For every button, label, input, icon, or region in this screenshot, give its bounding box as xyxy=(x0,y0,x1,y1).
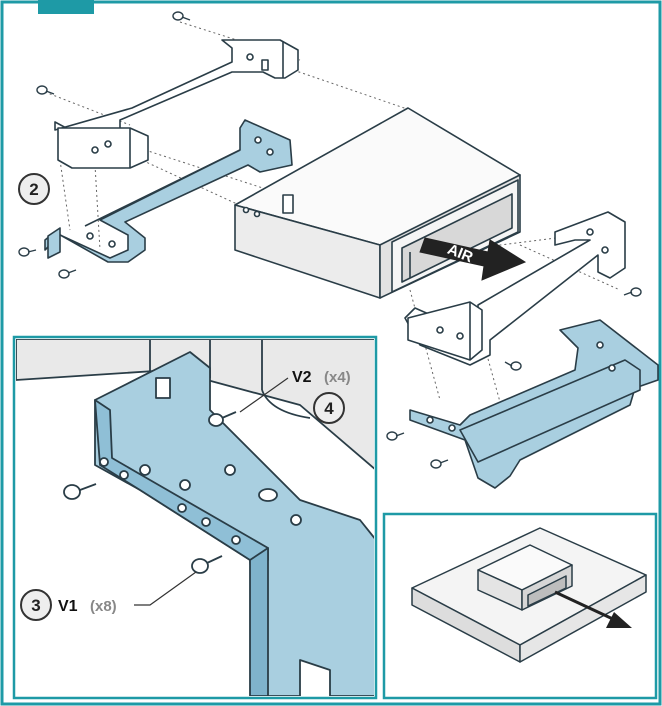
airflow-arrow-small xyxy=(554,590,632,628)
v1-leader-line xyxy=(134,571,197,606)
step-header-tab xyxy=(38,0,94,14)
airflow-arrow: AIR xyxy=(419,237,527,281)
v2-quantity: (x4) xyxy=(324,369,351,386)
upper-left-bracket xyxy=(54,39,299,169)
screw xyxy=(191,555,223,574)
screw xyxy=(36,85,55,95)
screw xyxy=(63,483,97,500)
orientation-inset xyxy=(382,512,658,700)
v1-quantity: (x8) xyxy=(90,598,117,615)
screw xyxy=(172,11,191,21)
screws xyxy=(18,11,642,469)
screw xyxy=(58,269,77,279)
screw xyxy=(504,361,522,371)
detail-inset: V2 (x4) 4 3 V1 (x8) xyxy=(12,335,378,700)
device-unit xyxy=(234,107,521,299)
left-mounting-bracket xyxy=(44,119,293,263)
step-3-marker: 3 xyxy=(20,589,52,621)
step-2-marker: 2 xyxy=(18,173,50,205)
screw xyxy=(386,431,405,441)
v2-leader-line xyxy=(239,377,289,413)
v2-label: V2 xyxy=(292,369,312,386)
screw xyxy=(18,247,37,257)
step-4-number: 4 xyxy=(324,399,334,418)
screw xyxy=(208,411,237,427)
step-2-number: 2 xyxy=(29,180,38,199)
screw xyxy=(623,287,642,297)
screw xyxy=(430,459,449,469)
v1-label: V1 xyxy=(58,598,78,615)
step-3-number: 3 xyxy=(31,596,40,615)
exploded-view: AIR xyxy=(18,11,659,489)
step-4-marker: 4 xyxy=(313,392,345,424)
right-mounting-bracket xyxy=(409,319,659,489)
upper-right-bracket xyxy=(404,211,626,366)
